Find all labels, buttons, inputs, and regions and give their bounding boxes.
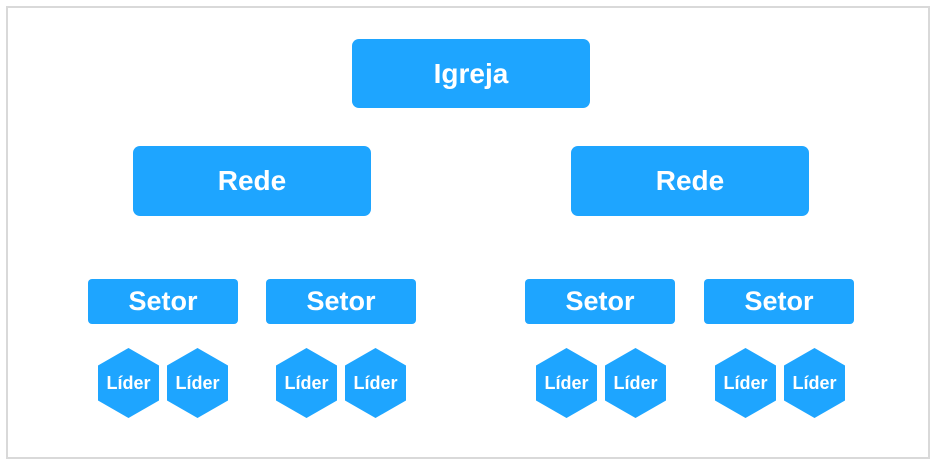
- node-setor-2: Setor: [266, 279, 416, 324]
- node-lider-7: Líder: [715, 348, 776, 418]
- node-rede-1: Rede: [133, 146, 371, 216]
- node-setor-4: Setor: [704, 279, 854, 324]
- node-lider-8: Líder: [784, 348, 845, 418]
- node-lider-5: Líder: [536, 348, 597, 418]
- node-lider-6: Líder: [605, 348, 666, 418]
- node-rede-2: Rede: [571, 146, 809, 216]
- node-setor-1: Setor: [88, 279, 238, 324]
- node-igreja: Igreja: [352, 39, 590, 108]
- node-setor-3: Setor: [525, 279, 675, 324]
